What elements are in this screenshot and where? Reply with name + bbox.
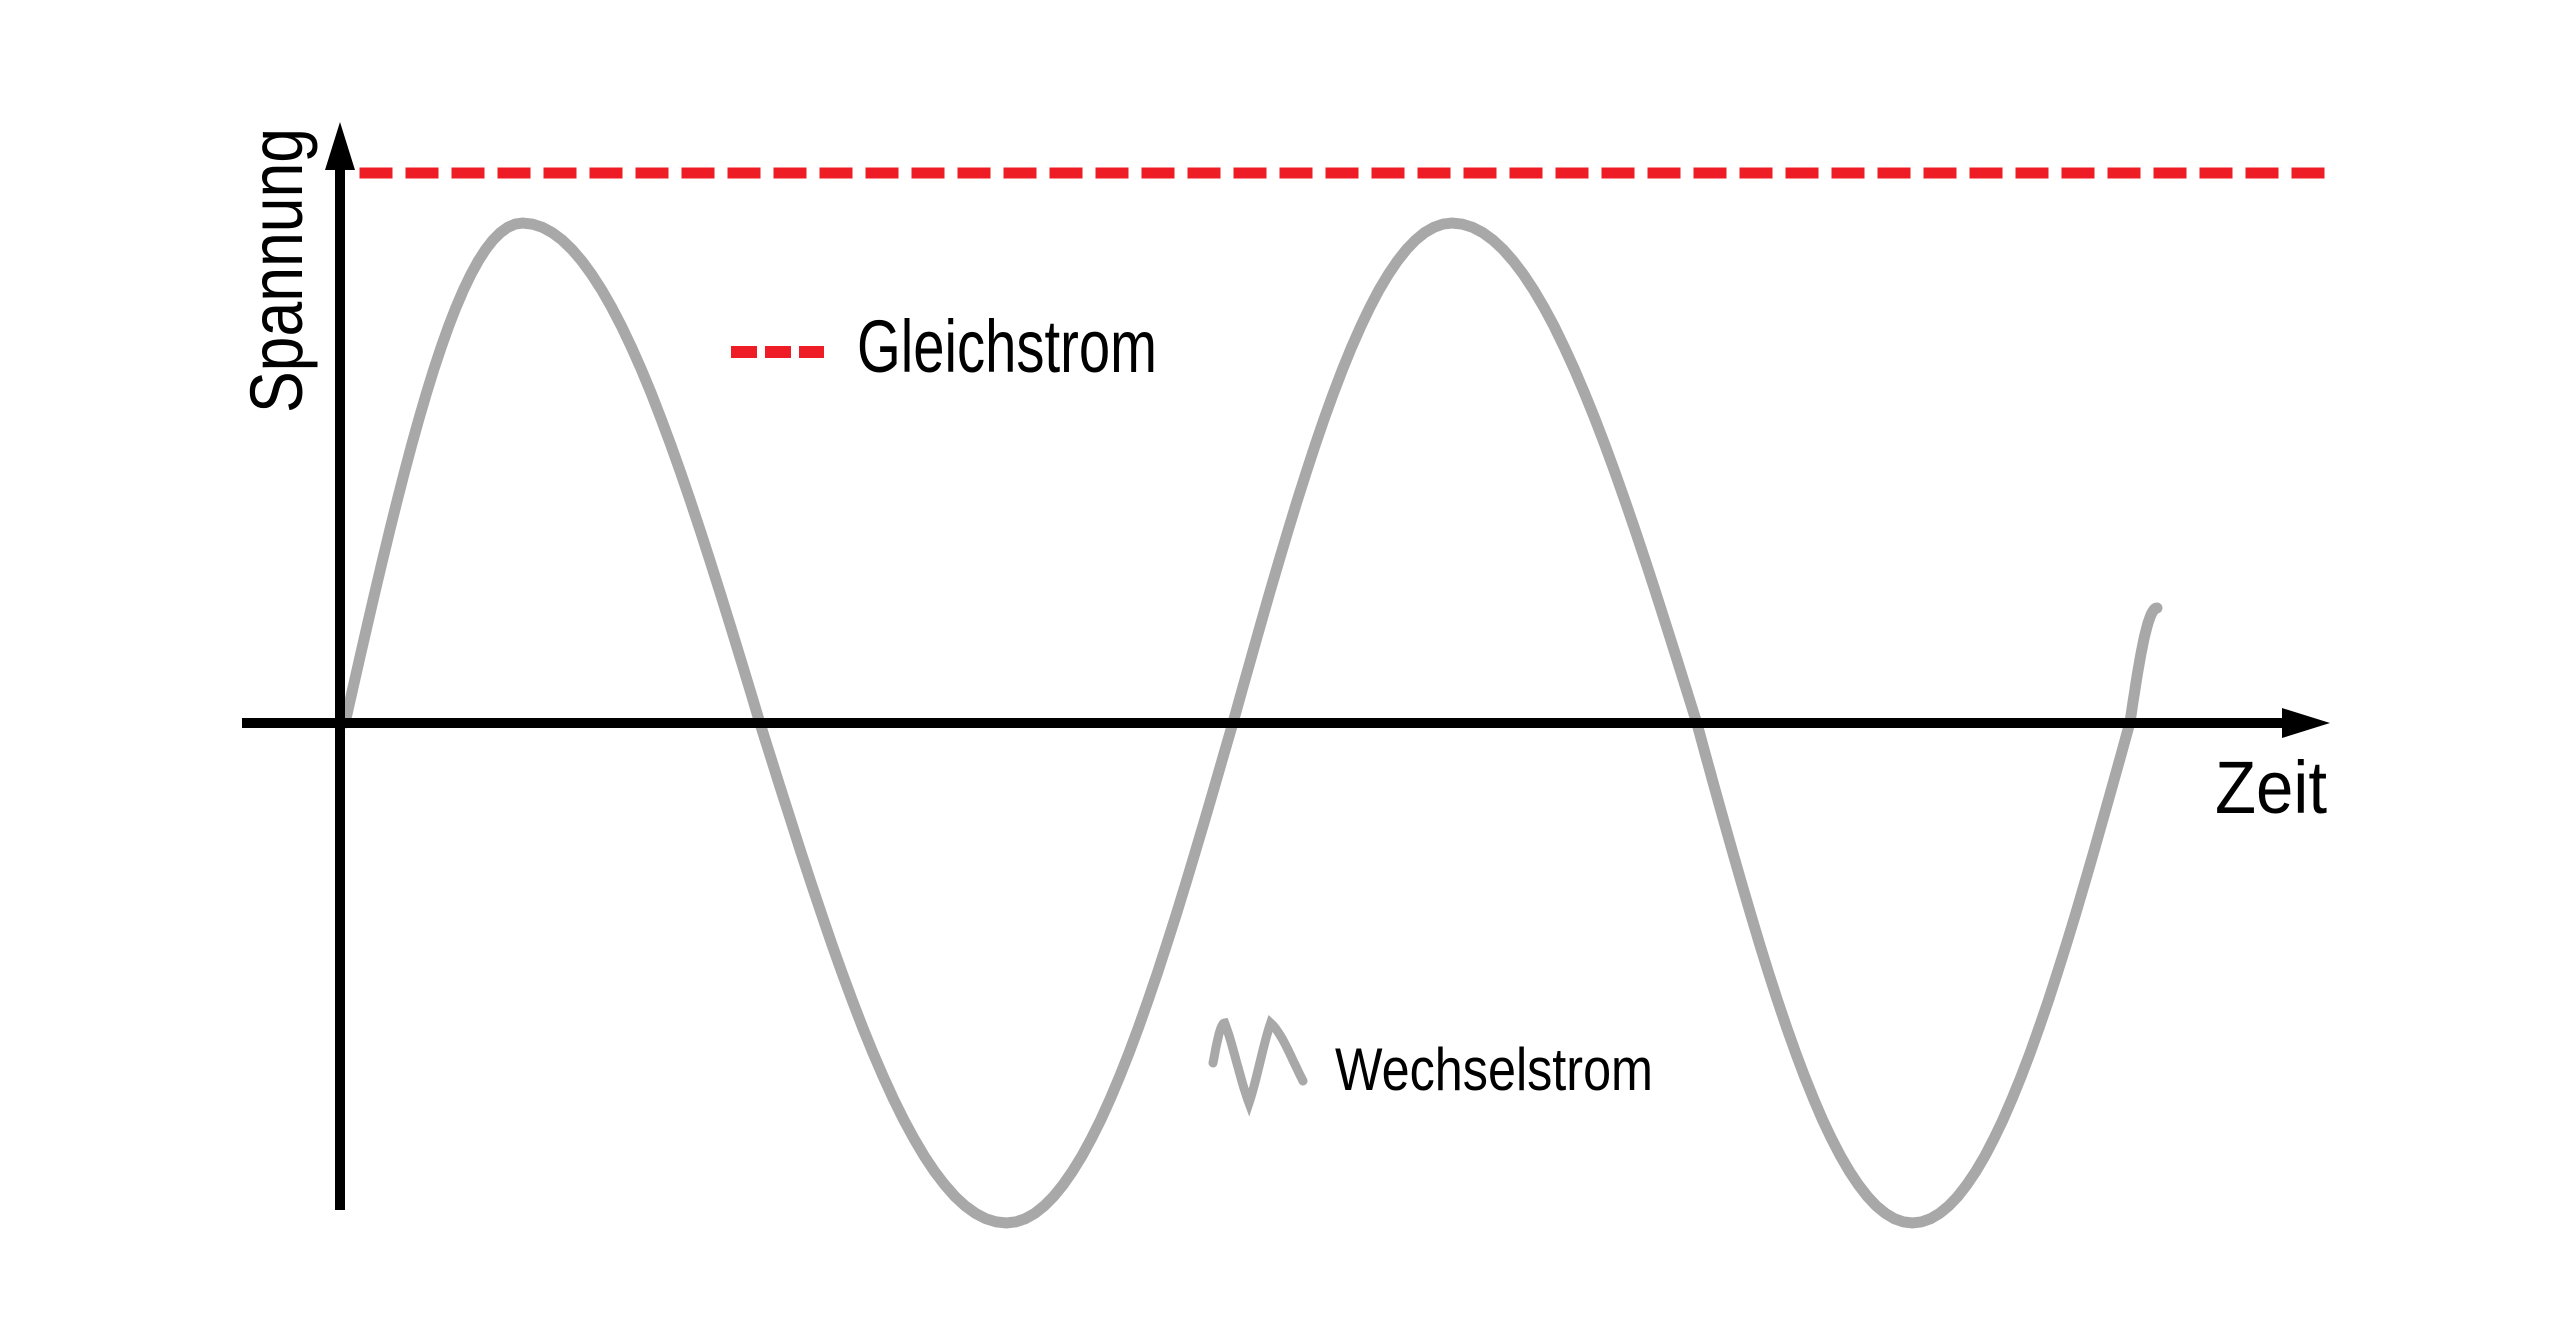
legend-wechselstrom-label: Wechselstrom [1335,1036,1653,1103]
legend-wechselstrom: Wechselstrom [1208,1014,1653,1117]
y-axis-arrowhead [325,122,355,170]
y-axis-title: Spannung [235,128,318,413]
x-axis-arrowhead [2282,708,2330,738]
wechselstrom-curve [339,217,2163,1229]
x-axis-title: Zeit [2215,746,2327,829]
legend-gleichstrom: Gleichstrom [731,305,1157,388]
sine-wave-icon [1208,1014,1308,1117]
legend-gleichstrom-label: Gleichstrom [857,305,1157,388]
